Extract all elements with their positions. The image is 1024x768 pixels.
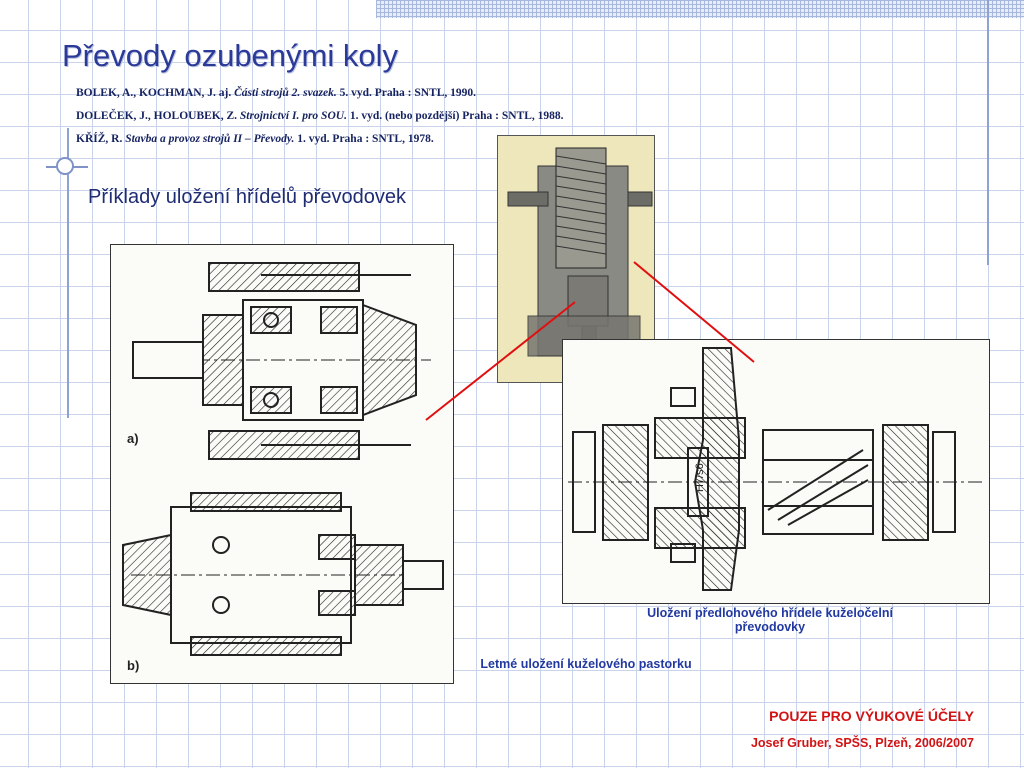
page-title: Převody ozubenými koly xyxy=(62,38,398,73)
reference-item: KŘÍŽ, R. Stavba a provoz strojů II – Pře… xyxy=(76,133,434,145)
assembly-a xyxy=(132,262,431,460)
countershaft-drawing: H7/s6 xyxy=(562,339,990,604)
label-a: a) xyxy=(127,431,139,446)
references: BOLEK, A., KOCHMAN, J. aj. Části strojů … xyxy=(76,82,564,151)
header-decor-band xyxy=(376,0,1024,18)
author-line: Josef Gruber, SPŠS, Plzeň, 2006/2007 xyxy=(750,736,974,750)
countershaft-drawing-svg: H7/s6 xyxy=(568,347,983,591)
assembly-b xyxy=(122,492,444,656)
usage-notice: POUZE PRO VÝUKOVÉ ÚČELY xyxy=(769,708,974,724)
bullet-circle-icon xyxy=(56,157,74,175)
reference-item: DOLEČEK, J., HOLOUBEK, Z. Strojnictví I.… xyxy=(76,110,564,122)
label-b: b) xyxy=(127,658,139,673)
right-accent-line xyxy=(987,0,989,265)
fit-label: H7/s6 xyxy=(694,463,706,492)
section-subtitle: Příklady uložení hřídelů převodovek xyxy=(88,186,406,208)
pinion-mounting-drawing: a) b) xyxy=(110,244,454,684)
left-accent-line xyxy=(67,128,69,418)
pinion-drawing-svg: a) b) xyxy=(122,262,444,673)
reference-item: BOLEK, A., KOCHMAN, J. aj. Části strojů … xyxy=(76,87,476,99)
caption-countershaft: Uložení předlohového hřídele kuželočelní… xyxy=(647,606,893,634)
caption-pinion: Letmé uložení kuželového pastorku xyxy=(480,657,692,671)
